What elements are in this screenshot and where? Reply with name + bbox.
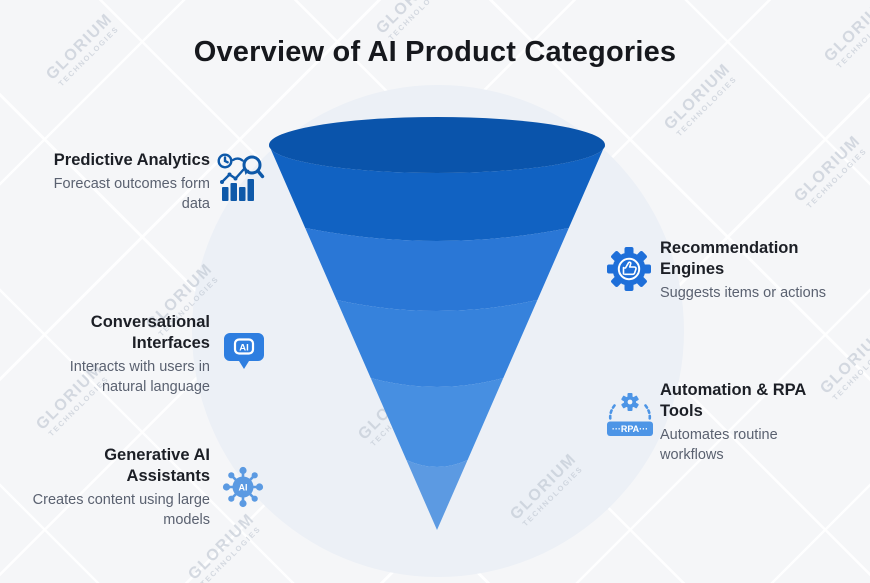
item-conversational-interfaces: Conversational Interfaces Interacts with…: [8, 312, 210, 397]
item-recommendation-engines: Recommendation Engines Suggests items or…: [660, 238, 870, 304]
item-heading: Generative AI Assistants: [104, 446, 210, 486]
item-description: Forecast outcomes form data: [53, 176, 210, 212]
item-automation-rpa-tools: Automation & RPA Tools Automates routine…: [660, 380, 860, 465]
ai-chat-bubble-icon: AI: [221, 327, 267, 375]
rpa-robot-icon: ···RPA···: [600, 390, 660, 446]
item-heading: Conversational Interfaces: [90, 313, 210, 353]
ai-network-icon: AI: [217, 461, 269, 513]
gear-thumbs-up-icon: [602, 242, 656, 296]
item-description: Creates content using large models: [32, 492, 210, 528]
item-description: Automates routine workflows: [660, 427, 778, 463]
svg-text:AI: AI: [239, 483, 248, 493]
funnel-level-2: [305, 228, 569, 311]
funnel-level-3: [336, 300, 538, 387]
funnel-level-5: [406, 460, 468, 530]
item-description: Interacts with users in natural language: [69, 359, 210, 395]
item-predictive-analytics: Predictive Analytics Forecast outcomes f…: [8, 150, 210, 214]
svg-text:···RPA···: ···RPA···: [612, 424, 648, 434]
page-title: Overview of AI Product Categories: [193, 36, 677, 68]
item-generative-ai-assistants: Generative AI Assistants Creates content…: [8, 445, 210, 530]
funnel-top-ellipse: [269, 117, 605, 173]
svg-text:AI: AI: [239, 343, 249, 354]
item-heading: Automation & RPA Tools: [660, 381, 806, 421]
funnel-level-4: [370, 378, 504, 467]
funnel-level-1: [269, 145, 605, 241]
item-heading: Recommendation Engines: [660, 239, 799, 279]
item-heading: Predictive Analytics: [53, 151, 210, 169]
item-description: Suggests items or actions: [660, 285, 827, 302]
funnel-diagram: [269, 117, 605, 530]
analytics-search-icon: [214, 150, 272, 208]
